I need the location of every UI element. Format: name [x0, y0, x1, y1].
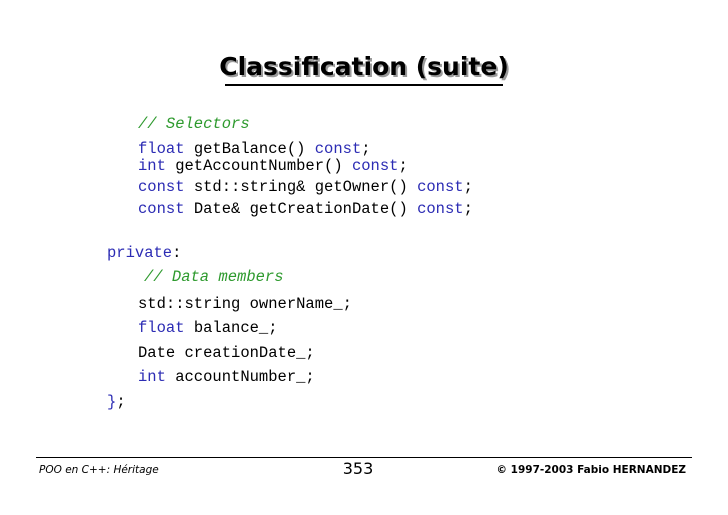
code-keyword: const [417, 200, 464, 218]
code-line-balance: float balance_; [138, 318, 278, 338]
title-underline [225, 84, 503, 86]
code-line-comment-members: // Data members [144, 267, 284, 287]
footer-course-title: POO en C++: Héritage [39, 464, 159, 476]
code-keyword: const [351, 157, 399, 175]
code-line-account-number: int accountNumber_; [138, 367, 315, 387]
code-text: balance_; [184, 319, 278, 337]
code-comment: // Data members [144, 268, 284, 286]
code-keyword: const [314, 140, 362, 158]
footer-copyright: © 1997-2003 Fabio HERNANDEZ [496, 464, 687, 476]
code-text: : [172, 244, 182, 262]
code-keyword: } [107, 393, 117, 411]
code-keyword: int [138, 368, 166, 386]
code-text: getBalance() [184, 140, 315, 158]
code-text: std::string ownerName_; [138, 295, 352, 313]
code-line-creation-date: Date creationDate_; [138, 343, 315, 363]
code-keyword: const [138, 200, 185, 218]
code-line-close: }; [107, 392, 126, 412]
code-line-get-creation-date: const Date& getCreationDate() const; [138, 199, 473, 219]
code-line-get-balance: float getBalance() const; [138, 139, 371, 159]
code-keyword: private [107, 244, 173, 262]
code-comment: // Selectors [138, 115, 250, 133]
code-keyword: float [138, 319, 185, 337]
code-text: Date creationDate_; [138, 344, 315, 362]
footer-divider [36, 457, 692, 458]
code-keyword: const [417, 178, 464, 196]
code-line-comment-selectors: // Selectors [138, 114, 250, 134]
code-text: Date& getCreationDate() [184, 200, 418, 218]
code-text: std::string& getOwner() [184, 178, 418, 196]
code-keyword: int [138, 157, 166, 175]
code-text: ; [361, 140, 371, 158]
code-keyword: float [138, 140, 185, 158]
code-line-owner-name: std::string ownerName_; [138, 294, 352, 314]
code-line-get-account-number: int getAccountNumber() const; [138, 156, 408, 176]
code-text: getAccountNumber() [165, 157, 352, 175]
code-keyword: const [138, 178, 185, 196]
footer-page-number: 353 [342, 459, 374, 478]
code-line-private: private: [107, 243, 181, 263]
code-line-get-owner: const std::string& getOwner() const; [138, 177, 473, 197]
code-text: accountNumber_; [165, 368, 315, 386]
code-text: ; [463, 178, 473, 196]
code-text: ; [463, 200, 473, 218]
slide-title: Classification (suite) [219, 52, 509, 81]
code-block: // Selectors float getBalance() const; i… [107, 114, 473, 412]
code-text: ; [398, 157, 408, 175]
code-text: ; [116, 393, 126, 411]
